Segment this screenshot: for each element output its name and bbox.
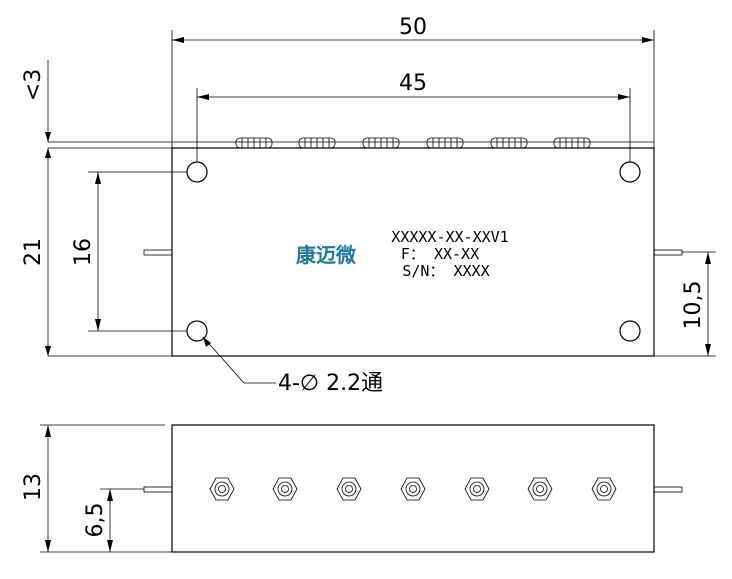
mounting-hole [186, 161, 208, 183]
dim-hole-spacing: 45 [399, 71, 427, 96]
dim-width-total: 50 [399, 15, 427, 40]
side-view-body [171, 424, 655, 553]
arrow [642, 37, 654, 43]
arrow [618, 94, 630, 100]
hole-note: 4-∅ 2.2通 [278, 371, 383, 396]
mounting-hole [619, 161, 641, 183]
arrow [705, 252, 711, 264]
tuning-screws [235, 137, 591, 149]
dim-pin-height: 10,5 [681, 281, 706, 330]
dim-side-height: 13 [21, 473, 46, 501]
arrow [197, 94, 209, 100]
brand-logo: 康迈微 [296, 243, 356, 267]
side-input-pin [143, 486, 173, 493]
mounting-hole [619, 320, 641, 342]
dim-hole-vertical: 16 [71, 238, 96, 266]
arrow [45, 425, 51, 437]
model-label: XXXXX-XX-XXV1 [391, 228, 508, 246]
arrow [107, 540, 113, 552]
arrow [45, 540, 51, 552]
arrow [95, 319, 101, 331]
arrow [172, 37, 184, 43]
arrow [203, 337, 211, 347]
dim-top-gap: <3 [21, 69, 46, 101]
dim-side-pin-height: 6,5 [83, 503, 108, 538]
arrow [107, 489, 113, 501]
side-output-pin [653, 486, 683, 493]
dim-height-total: 21 [21, 238, 46, 266]
hole-leader-line [202, 336, 245, 384]
output-pin [653, 249, 683, 256]
arrow [45, 346, 51, 356]
tuning-nuts [209, 477, 617, 501]
input-pin [143, 249, 173, 256]
frequency-label: F： XX-XX [401, 245, 479, 263]
arrow [95, 172, 101, 184]
serial-label: S/N： XXXX [402, 262, 489, 280]
arrow [705, 344, 711, 356]
arrow [45, 132, 51, 142]
